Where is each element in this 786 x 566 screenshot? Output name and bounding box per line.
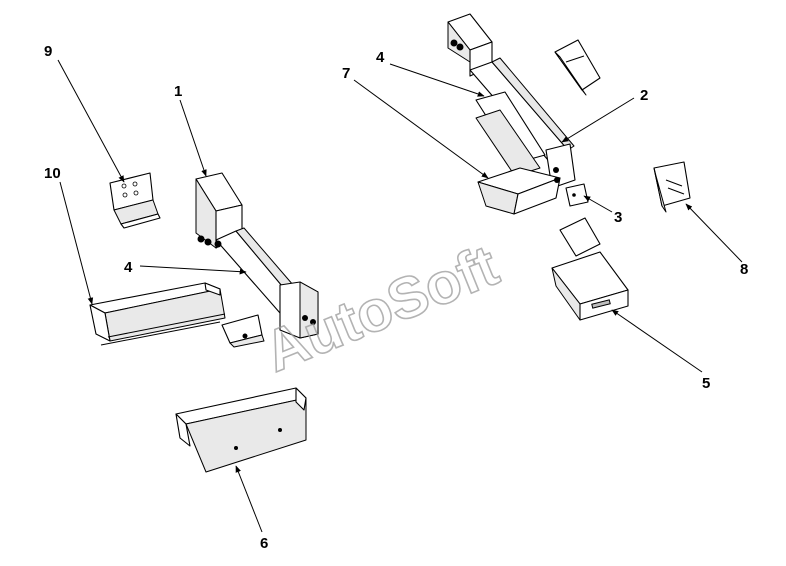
part-angle-bracket-top	[554, 39, 601, 96]
callout-1: 1	[174, 83, 182, 100]
part-5-housing	[551, 217, 629, 321]
leader-4a	[139, 265, 247, 275]
leader-4b	[389, 63, 485, 97]
leader-5	[611, 309, 703, 373]
part-6-tray	[175, 387, 307, 473]
leader-10	[59, 181, 94, 305]
part-2-frame-assembly	[447, 13, 576, 215]
leader-3	[583, 195, 613, 213]
callout-8: 8	[740, 261, 748, 278]
watermark-text: AutoSoft	[256, 233, 507, 385]
part-8-angle-bracket	[653, 161, 691, 213]
leader-8	[685, 203, 743, 263]
callout-4a: 4	[124, 259, 133, 276]
callout-7: 7	[342, 65, 350, 82]
leader-2	[561, 97, 635, 143]
leader-lines	[57, 59, 743, 533]
leader-1	[179, 99, 207, 177]
leader-7	[353, 79, 489, 179]
leader-6	[235, 465, 263, 533]
callout-2: 2	[640, 87, 648, 104]
leader-9	[57, 59, 125, 183]
part-9-bracket	[109, 172, 161, 229]
callout-9: 9	[44, 43, 52, 60]
part-3-plate	[565, 183, 589, 207]
callout-10: 10	[44, 165, 61, 182]
callout-3: 3	[614, 209, 622, 226]
callout-5: 5	[702, 375, 710, 392]
part-10-tray	[89, 282, 226, 346]
callout-4b: 4	[376, 49, 385, 66]
part-1-bracket-assembly	[195, 172, 319, 348]
callout-6: 6	[260, 535, 268, 552]
